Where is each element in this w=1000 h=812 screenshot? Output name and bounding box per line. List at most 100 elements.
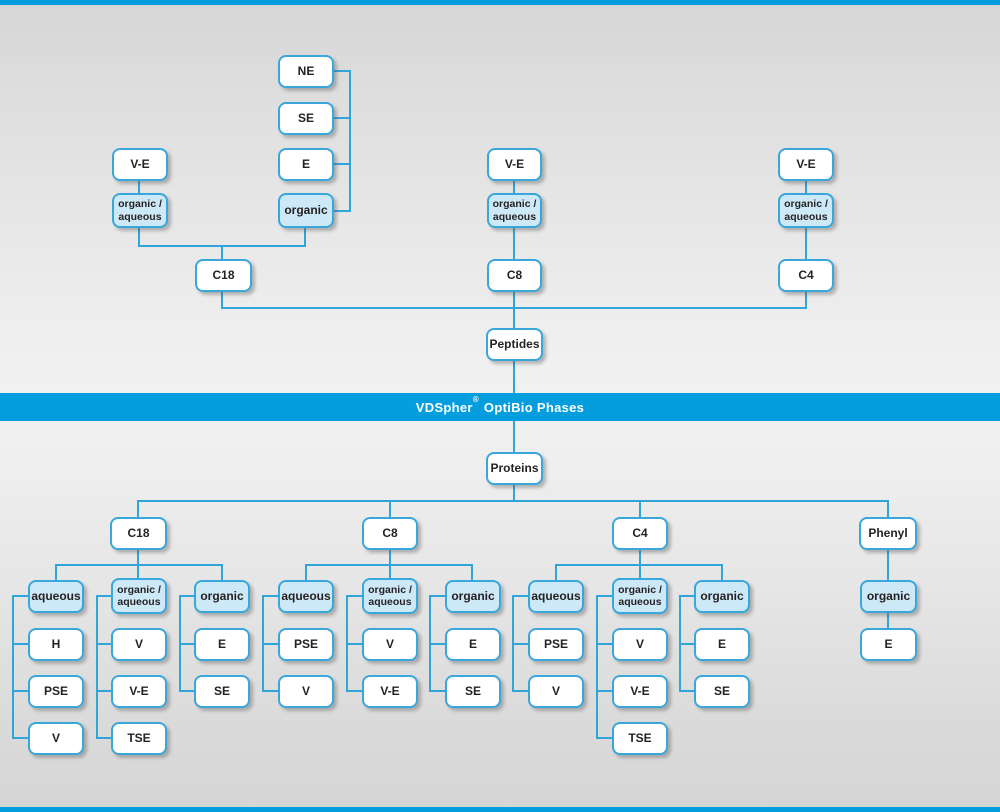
node-prot-phenyl-organic-e: E — [860, 628, 917, 661]
connector-line — [513, 643, 528, 645]
banner-title: VDSpher® OptiBio Phases — [415, 396, 585, 415]
node-prot-phenyl-organic: organic — [860, 580, 917, 613]
connector-line — [263, 643, 278, 645]
connector-line — [471, 565, 473, 580]
connector-line — [555, 565, 557, 580]
node-prot-c18-orgaq-tse: TSE — [111, 722, 167, 755]
connector-line — [639, 565, 641, 580]
node-prot-c4-orgaq-ve: V-E — [612, 675, 668, 708]
registered-trademark-symbol: ® — [472, 395, 479, 405]
node-prot-c18-aqueous: aqueous — [28, 580, 84, 613]
connector-line — [805, 291, 807, 309]
node-prot-c8-aqueous: aqueous — [278, 580, 334, 613]
node-prot-c8-orgaq-ve: V-E — [362, 675, 418, 708]
node-pep-c4-ve: V-E — [778, 148, 834, 181]
node-prot-c18-organic-se: SE — [194, 675, 250, 708]
connector-line — [347, 595, 362, 597]
connector-line — [180, 690, 194, 692]
node-pep-c4-orgaq: organic / aqueous — [778, 193, 834, 228]
node-prot-c4-aqueous-pse: PSE — [528, 628, 584, 661]
node-prot-c4-orgaq: organic / aqueous — [612, 578, 668, 614]
node-peptides: Peptides — [486, 328, 543, 361]
node-pep-c8-ve: V-E — [487, 148, 542, 181]
connector-line — [12, 595, 14, 739]
connector-line — [180, 595, 194, 597]
connector-line — [13, 595, 28, 597]
connector-line — [332, 117, 351, 119]
node-prot-c18-orgaq-v: V — [111, 628, 167, 661]
connector-line — [680, 595, 694, 597]
connector-line — [513, 421, 515, 452]
connector-line — [304, 228, 306, 246]
node-pep-c18-ne: NE — [278, 55, 334, 88]
connector-line — [137, 565, 139, 580]
connector-line — [332, 163, 351, 165]
connector-line — [513, 291, 515, 328]
connector-line — [389, 565, 391, 580]
node-prot-c8-orgaq: organic / aqueous — [362, 578, 418, 614]
node-pep-c18-se: SE — [278, 102, 334, 135]
connector-line — [887, 549, 889, 580]
connector-line — [138, 181, 140, 195]
connector-line — [55, 564, 223, 566]
node-prot-c4-aqueous-v: V — [528, 675, 584, 708]
node-prot-c18-organic: organic — [194, 580, 250, 613]
connector-line — [347, 690, 362, 692]
connector-line — [97, 595, 111, 597]
connector-line — [221, 291, 223, 309]
node-proteins: Proteins — [486, 452, 543, 485]
connector-line — [597, 643, 612, 645]
connector-line — [513, 228, 515, 259]
connector-line — [332, 70, 351, 72]
node-prot-c4-orgaq-tse: TSE — [612, 722, 668, 755]
connector-line — [513, 690, 528, 692]
node-prot-phenyl: Phenyl — [859, 517, 917, 550]
connector-line — [805, 181, 807, 195]
node-pep-c18-organic: organic — [278, 193, 334, 228]
connector-line — [221, 307, 807, 309]
connector-line — [305, 565, 307, 580]
connector-line — [596, 595, 598, 739]
connector-line — [137, 500, 889, 502]
node-pep-c18: C18 — [195, 259, 252, 292]
connector-line — [13, 737, 28, 739]
connector-line — [805, 228, 807, 259]
connector-line — [13, 643, 28, 645]
connector-line — [55, 565, 57, 580]
connector-line — [430, 643, 445, 645]
banner-brand: VDSpher — [415, 399, 473, 415]
top-accent-bar — [0, 0, 1000, 5]
connector-line — [97, 643, 111, 645]
node-prot-c18-aqueous-pse: PSE — [28, 675, 84, 708]
node-prot-c18-organic-e: E — [194, 628, 250, 661]
connector-line — [96, 595, 98, 739]
node-prot-c18: C18 — [110, 517, 167, 550]
connector-line — [680, 643, 694, 645]
connector-line — [221, 565, 223, 580]
connector-line — [137, 549, 139, 566]
connector-line — [180, 643, 194, 645]
connector-line — [887, 501, 889, 517]
connector-line — [597, 595, 612, 597]
node-pep-c18-orgaq: organic / aqueous — [112, 193, 168, 228]
node-pep-c8-orgaq: organic / aqueous — [487, 193, 542, 228]
node-pep-c18-e: E — [278, 148, 334, 181]
connector-line — [263, 595, 278, 597]
connector-line — [137, 501, 139, 517]
node-pep-c4: C4 — [778, 259, 834, 292]
connector-line — [349, 70, 351, 212]
connector-line — [347, 643, 362, 645]
banner-rest: OptiBio Phases — [480, 399, 585, 415]
connector-line — [597, 737, 612, 739]
banner-vdspher-optibio-phases: VDSpher® OptiBio Phases — [0, 393, 1000, 421]
node-pep-c8: C8 — [487, 259, 542, 292]
connector-line — [597, 690, 612, 692]
connector-line — [513, 484, 515, 502]
connector-line — [138, 228, 140, 246]
connector-line — [389, 549, 391, 566]
node-prot-c8: C8 — [362, 517, 418, 550]
node-prot-c4-orgaq-v: V — [612, 628, 668, 661]
connector-line — [332, 210, 351, 212]
connector-line — [513, 595, 528, 597]
